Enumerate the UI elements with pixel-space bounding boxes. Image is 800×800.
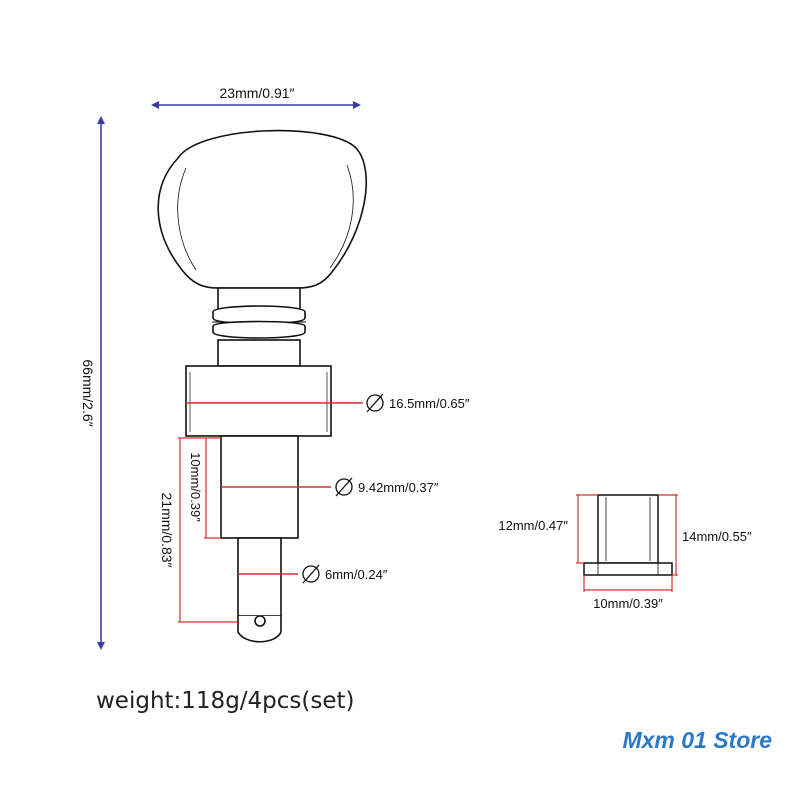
post-diameter-dimension: 6mm/0.24″ [238,564,388,584]
width-label: 23mm/0.91″ [220,85,295,101]
tuning-peg [157,129,367,643]
shaft-diameter-label: 9.42mm/0.37″ [358,480,439,495]
store-watermark: Mxm 01 Store [622,727,772,753]
peg-collar [185,365,332,437]
post-hole-icon [254,615,266,627]
width-dimension: 23mm/0.91″ [151,85,361,109]
bushing-height-left-label: 12mm/0.47″ [498,518,568,533]
post-diameter-label: 6mm/0.24″ [325,567,388,582]
bushing-height-right-label: 14mm/0.55″ [682,529,752,544]
shaft-length-label: 10mm/0.39″ [188,452,203,522]
shaft-diameter-dimension: 9.42mm/0.37″ [221,477,439,497]
post-length-label: 21mm/0.83″ [159,493,175,568]
diameter-icon [366,394,384,412]
diameter-icon [335,478,353,496]
bushing-nut: 12mm/0.47″ 14mm/0.55″ 10mm/0.39″ [498,494,752,611]
diameter-icon [302,565,320,583]
weight-caption: weight:118g/4pcs(set) [96,688,355,714]
post-length-dimension: 21mm/0.83″ [159,437,238,623]
shaft-length-dimension: 10mm/0.39″ [188,437,221,539]
bushing-body [597,494,659,564]
bushing-flange [583,562,673,576]
collar-diameter-label: 16.5mm/0.65″ [389,396,470,411]
bushing-width-label: 10mm/0.39″ [593,596,663,611]
height-label: 66mm/2.6″ [80,359,96,426]
height-dimension: 66mm/2.6″ [80,116,105,650]
peg-post [237,537,282,617]
peg-button [157,129,367,289]
collar-diameter-dimension: 16.5mm/0.65″ [186,393,470,413]
